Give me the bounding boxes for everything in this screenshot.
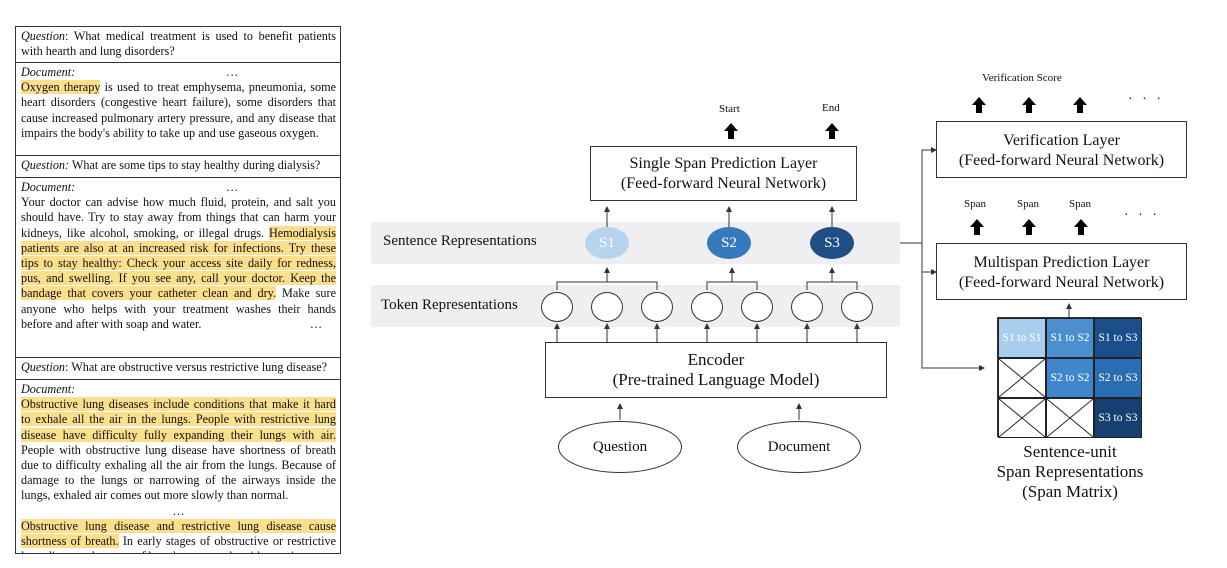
span-cell-s2-s3: S2 to S3 [1094,358,1142,398]
encoder-box: Encoder (Pre-trained Language Model) [545,342,887,398]
span-cell-s1-s3: S1 to S3 [1094,318,1142,358]
verification-subtitle: (Feed-forward Neural Network) [958,152,1165,169]
start-label: Start [719,103,740,115]
answer-highlight: Oxygen therapy [21,80,101,95]
question-label: Question [21,360,66,374]
document-label: Document: [21,65,76,79]
qa2-question: Question: What are some tips to stay hea… [16,156,340,178]
token-node [741,292,773,322]
span-ellipsis: · · · [1124,208,1160,223]
token-node [841,292,873,322]
document-text: Your doctor can advise how much fluid, p… [21,195,336,240]
span-label: Span [1017,198,1039,210]
span-cell-empty [998,358,1046,398]
token-node [691,292,723,322]
span-label: Span [1069,198,1091,210]
question-label: Question: [21,158,70,172]
document-text: In early stages of obstructive or restri… [21,534,337,553]
end-label: End [822,102,840,114]
token-node [641,292,673,322]
qa1-question: Question: What medical treatment is used… [16,27,340,63]
span-cell-s1-s1: S1 to S1 [998,318,1046,358]
token-node [591,292,623,322]
caption-line: Span Representations [996,462,1144,481]
multispan-title: Multispan Prediction Layer [973,254,1150,271]
document-input-node: Document [737,421,861,473]
sentence-node-s2: S2 [707,227,751,259]
verification-score-label: Verification Score [982,72,1062,84]
qa3-question: Question: What are obstructive versus re… [16,358,340,380]
single-span-subtitle: (Feed-forward Neural Network) [620,175,827,192]
qa3-document: Document: Obstructive lung diseases incl… [16,380,340,553]
question-text: What are some tips to stay healthy durin… [69,158,321,172]
document-label: Document: [21,382,76,396]
document-text: People with obstructive lung disease hav… [21,442,336,503]
ellipsis: … [172,503,185,518]
qa-examples-panel: Question: What medical treatment is used… [15,26,341,554]
question-label: Question [21,29,66,43]
qa1-document: Document: … Oxygen therapy is used to tre… [16,63,340,156]
question-input-node: Question [558,421,682,473]
caption-line: (Span Matrix) [1022,482,1118,501]
sentence-representations-label: Sentence Representations [383,233,537,249]
encoder-title: Encoder [687,350,745,369]
span-cell-empty [998,398,1046,438]
encoder-subtitle: (Pre-trained Language Model) [612,370,820,389]
document-label: Document: [21,180,76,194]
ellipsis: … [226,180,239,194]
span-cell-s1-s2: S1 to S2 [1046,318,1094,358]
answer-highlight: Obstructive lung diseases include condit… [21,397,336,442]
ellipsis: … [226,65,239,79]
verification-ellipsis: · · · [1128,92,1164,107]
question-text: : What medical treatment is used to bene… [21,29,336,59]
token-node [791,292,823,322]
multispan-subtitle: (Feed-forward Neural Network) [958,274,1165,291]
ellipsis: … [309,316,322,331]
multispan-prediction-layer: Multispan Prediction Layer (Feed-forward… [936,243,1187,300]
verification-layer: Verification Layer (Feed-forward Neural … [936,121,1187,178]
token-representations-label: Token Representations [381,297,518,313]
verification-title: Verification Layer [1003,132,1120,149]
single-span-prediction-layer: Single Span Prediction Layer (Feed-forwa… [590,146,857,201]
span-cell-s2-s2: S2 to S2 [1046,358,1094,398]
caption-line: Sentence-unit [1023,442,1117,461]
single-span-title: Single Span Prediction Layer [629,155,818,172]
span-label: Span [964,198,986,210]
document-text: Make sure anyone who helps with your tre… [21,286,336,331]
sentence-node-s1: S1 [585,227,629,259]
span-matrix-caption: Sentence-unit Span Representations (Span… [970,442,1170,502]
span-cell-empty [1046,398,1094,438]
sentence-node-s3: S3 [810,227,854,259]
span-cell-s3-s3: S3 to S3 [1094,398,1142,438]
document-text: is used to treat emphysema, pneumonia, s… [21,80,336,140]
qa2-document: Document: … Your doctor can advise how mu… [16,178,340,358]
question-text: : What are obstructive versus restrictiv… [65,360,328,374]
span-matrix: S1 to S1 S1 to S2 S1 to S3 S2 to S2 S2 t… [997,317,1142,438]
token-node [541,292,573,322]
